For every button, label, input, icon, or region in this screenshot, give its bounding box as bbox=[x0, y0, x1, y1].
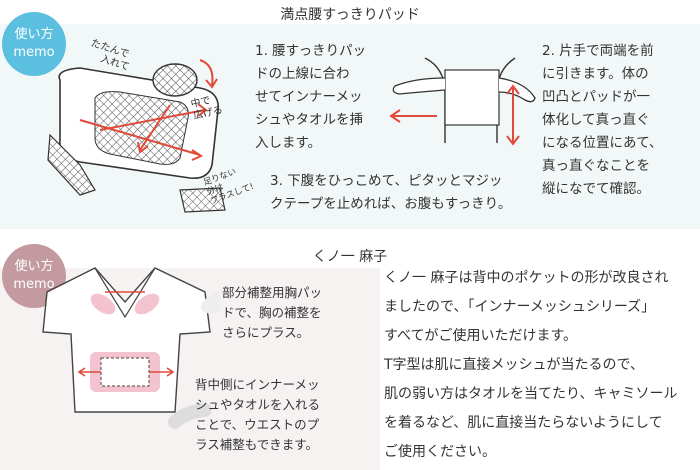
step-2-text: 2. 片手で両端を前 に引きます。体の 凹凸とパッドが一 体化して真っ直ぐ にな… bbox=[542, 40, 700, 201]
waist-pad bbox=[444, 69, 500, 126]
step-line: 入します。 bbox=[255, 135, 322, 151]
step-line: に引きます。体の bbox=[542, 66, 649, 82]
chest-pad bbox=[90, 293, 116, 315]
section1-title: 満点腰すっきりパッド bbox=[280, 7, 420, 23]
paragraph-line: すべてがご使用いただけます。 bbox=[384, 328, 578, 344]
back-pad-note: 背中側にインナーメッ シュやタオルを入れる ことで、ウエストのプ ラス補整もでき… bbox=[195, 375, 375, 455]
note-line: さらにプラス。 bbox=[222, 325, 310, 340]
paragraph-line: ましたので、「インナーメッシュシリーズ」 bbox=[384, 299, 656, 315]
paragraph-line: T字型は肌に直接メッシュが当たるので、 bbox=[384, 357, 644, 373]
paragraph-line: 肌の弱い方はタオルを当てたり、キャミソール bbox=[384, 386, 678, 402]
note-line: ドで、胸の補整を bbox=[222, 305, 322, 320]
step-line: になる位置にあて、 bbox=[542, 135, 663, 151]
note-line: 背中側にインナーメッ bbox=[195, 377, 320, 392]
step-line: クテープを止めれば、お腹もすっきり。 bbox=[270, 196, 512, 212]
folded-mesh bbox=[152, 63, 198, 97]
badge-label: 使い方 bbox=[14, 259, 54, 274]
section2-title: くノ一 麻子 bbox=[312, 249, 388, 265]
step-line: 真っ直ぐなことを bbox=[542, 158, 650, 174]
note-line: 部分補整用胸パッ bbox=[222, 285, 323, 300]
section2-description: くノ一 麻子は背中のポケットの形が改良され ましたので、「インナーメッシュシリー… bbox=[384, 264, 700, 467]
note-line: シュやタオルを入れる bbox=[195, 397, 321, 412]
torso-illustration bbox=[389, 57, 536, 146]
paragraph-line: を着るなど、肌に直接当たらないようにして bbox=[384, 415, 663, 431]
garment-illustration bbox=[42, 267, 220, 429]
red-arrows bbox=[389, 84, 520, 146]
red-arrows bbox=[77, 291, 175, 377]
left-hand bbox=[392, 77, 446, 95]
badge-sub-label: memo bbox=[13, 45, 55, 60]
step-line: 縦になでて確認。 bbox=[542, 181, 650, 197]
chest-pad-note: 部分補整用胸パッ ドで、胸の補整を さらにプラス。 bbox=[222, 283, 372, 343]
step-line: せてインナーメッ bbox=[255, 89, 363, 105]
step-line: 1. 腰すっきりパッ bbox=[255, 43, 367, 59]
paragraph-line: くノ一 麻子は背中のポケットの形が改良され bbox=[384, 270, 669, 286]
step-line: 体化して真っ直ぐ bbox=[542, 112, 650, 128]
red-arrows bbox=[79, 59, 218, 161]
step-line: 2. 片手で両端を前 bbox=[542, 43, 654, 59]
step-line: 凹凸とパッドが一 bbox=[542, 89, 650, 105]
note-line: ことで、ウエストのプ bbox=[195, 417, 320, 432]
step-line: ドの上線に合わ bbox=[255, 66, 350, 82]
badge-sub-label: memo bbox=[13, 277, 55, 292]
step-line: 3. 下腹をひっこめて、ピタッとマジッ bbox=[270, 173, 503, 189]
note-line: ラス補整もできます。 bbox=[195, 437, 319, 452]
chest-pad bbox=[134, 293, 160, 315]
usage-memo-badge-1: 使い方 memo bbox=[2, 12, 66, 76]
paragraph-line: ご使用ください。 bbox=[384, 444, 496, 460]
badge-label: 使い方 bbox=[14, 27, 54, 42]
pad-illustration bbox=[47, 59, 226, 213]
step-line: シュやタオルを挿 bbox=[255, 112, 363, 128]
step-1-text: 1. 腰すっきりパッ ドの上線に合わ せてインナーメッ シュやタオルを挿 入しま… bbox=[255, 40, 395, 155]
step-3-text: 3. 下腹をひっこめて、ピタッとマジッ クテープを止めれば、お腹もすっきり。 bbox=[270, 170, 545, 216]
